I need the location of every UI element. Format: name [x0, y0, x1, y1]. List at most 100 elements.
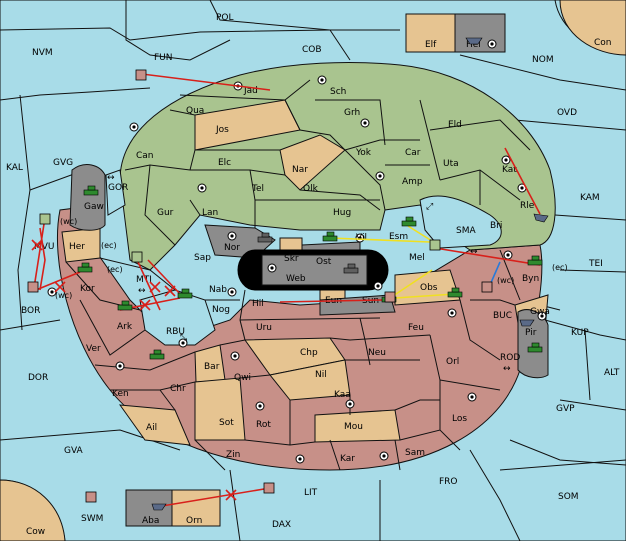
label-kaa: Kaa [334, 390, 351, 400]
units [27, 37, 549, 511]
label-pir: Pir [525, 328, 537, 338]
region-elf[interactable] [405, 13, 456, 53]
fleet-unit[interactable] [135, 69, 147, 81]
label-swm: SWM [81, 514, 103, 524]
label-nar: Nar [292, 165, 308, 175]
army-unit[interactable] [177, 288, 193, 299]
label-kup: KUP [571, 328, 589, 338]
label-neu: Neu [368, 348, 386, 358]
army-unit[interactable] [77, 262, 93, 273]
label-gur: Gur [157, 208, 174, 218]
fleet-unit[interactable] [481, 281, 493, 293]
label-gaw: Gaw [84, 202, 104, 212]
label-buc: BUC [493, 311, 512, 321]
army-unit[interactable] [117, 300, 133, 311]
coast-tag-ec3: (ec) [552, 263, 568, 272]
coast-tag-ec2: (ec) [107, 265, 123, 274]
army-unit[interactable] [527, 342, 543, 353]
label-gvg: GVG [53, 158, 73, 168]
label-gwa: Gwa [530, 307, 550, 317]
fleet-unit[interactable] [519, 319, 535, 327]
label-feu: Feu [408, 323, 424, 333]
label-olk: Olk [303, 184, 319, 194]
label-orl: Orl [446, 357, 459, 367]
army-unit[interactable] [527, 255, 543, 266]
label-hil: Hil [252, 299, 264, 309]
label-mvu: MVU [34, 242, 55, 252]
label-bri: Bri [490, 221, 502, 231]
fleet-unit[interactable] [263, 482, 275, 494]
label-car: Car [405, 148, 421, 158]
label-rbu: RBU [166, 327, 185, 337]
fleet-unit[interactable] [131, 251, 143, 263]
label-nab: Nab [209, 285, 227, 295]
label-qwi: Qwi [234, 373, 251, 383]
label-yok: Yok [355, 148, 372, 158]
label-kam: KAM [580, 193, 600, 203]
label-sch: Sch [330, 87, 346, 97]
label-ovd: OVD [557, 108, 577, 118]
label-som: SOM [558, 492, 579, 502]
fleet-unit[interactable] [85, 491, 97, 503]
label-sma: SMA [456, 226, 476, 236]
continent-south[interactable] [57, 204, 543, 471]
svg-text:↔: ↔ [138, 286, 146, 296]
sea-rbu[interactable] [139, 289, 216, 346]
label-orn: Orn [186, 516, 202, 526]
army-unit[interactable] [83, 185, 99, 196]
label-nog: Nog [212, 305, 230, 315]
label-tei: TEI [588, 259, 603, 269]
label-uru: Uru [256, 323, 272, 333]
label-lan: Lan [202, 208, 218, 218]
army-unit[interactable] [401, 216, 417, 227]
label-mou: Mou [344, 422, 363, 432]
fleet-unit[interactable] [27, 281, 39, 293]
label-sam: Sam [405, 448, 425, 458]
army-unit[interactable] [322, 231, 338, 242]
svg-text:⤢: ⤢ [425, 202, 433, 212]
fleet-unit[interactable] [39, 213, 51, 225]
label-zin: Zin [226, 450, 240, 460]
label-grh: Grh [344, 108, 360, 118]
region-sot[interactable] [194, 377, 246, 441]
label-kar: Kar [340, 454, 355, 464]
fleet-unit[interactable] [151, 503, 167, 511]
label-nvm: NVM [32, 48, 53, 58]
label-dor: DOR [28, 373, 48, 383]
label-gva: GVA [64, 446, 84, 456]
label-chp: Chp [300, 348, 318, 358]
sea-sma[interactable] [419, 195, 502, 249]
fleet-unit[interactable] [533, 213, 549, 223]
label-rle: Rle [520, 201, 535, 211]
svg-text:⤡: ⤡ [180, 333, 187, 343]
army-unit[interactable] [149, 349, 165, 360]
land-borders [65, 79, 531, 471]
svg-text:↔: ↔ [503, 364, 511, 374]
label-sot: Sot [219, 418, 234, 428]
label-sap: Sap [194, 253, 211, 263]
sea-gor[interactable] [105, 169, 126, 216]
region-ail[interactable] [118, 404, 191, 446]
fleet-unit[interactable] [384, 291, 396, 303]
fleet-unit[interactable] [465, 37, 483, 45]
region-nar[interactable] [279, 134, 346, 191]
label-uta: Uta [443, 159, 459, 169]
region-gaw[interactable] [69, 164, 106, 231]
label-dax: DAX [272, 520, 291, 530]
label-ail: Ail [146, 423, 157, 433]
army-unit[interactable] [447, 287, 463, 298]
fleet-unit[interactable] [429, 239, 441, 251]
label-hug: Hug [333, 208, 351, 218]
label-ark: Ark [117, 322, 133, 332]
label-chr: Chr [170, 384, 186, 394]
label-rod: ROD [500, 353, 520, 363]
label-hel: Hel [466, 40, 481, 50]
army-unit[interactable] [343, 263, 359, 274]
coast-tag-wc2: (wc) [55, 291, 72, 300]
label-con: Con [594, 38, 612, 48]
army-unit[interactable] [257, 232, 273, 243]
label-pol: POL [216, 13, 234, 23]
label-los: Los [452, 414, 467, 424]
label-ken: Ken [112, 389, 129, 399]
